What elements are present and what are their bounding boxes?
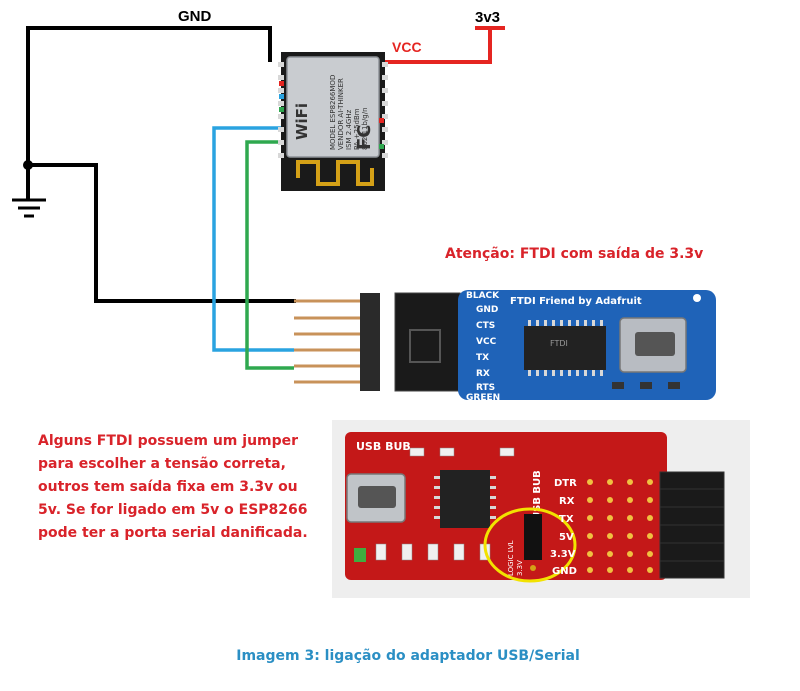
attention-label: Atenção: FTDI com saída de 3.3v [445, 246, 703, 262]
usb-bub-photo: USB BUB USB BUB LOGIC LVL 3.3V 5V [332, 420, 750, 598]
jumper-label-logic: LOGIC LVL [507, 540, 515, 576]
ftdi-pin-rx: RX [476, 369, 490, 379]
shield-line-5: 802.11b/g/n [361, 107, 369, 150]
antenna-trace [296, 160, 374, 186]
esp8266-module: WiFi MODEL ESP8266MOD VENDOR AI-THINKER … [278, 52, 388, 191]
vcc-label: VCC [392, 39, 422, 55]
note-line-2: para escolher a tensão correta, [38, 456, 286, 472]
ftdi-bottom-label: GREEN [466, 393, 500, 403]
shield-line-4: PA +25dBm [353, 108, 361, 150]
fc-logo: FC [354, 124, 375, 150]
note-line-4: 5v. Se for ligado em 5v o ESP8266 [38, 502, 308, 518]
ftdi-chip-label: FTDI [550, 339, 568, 348]
gnd-junction [23, 160, 33, 170]
red-chip [440, 470, 490, 528]
right-pads [382, 62, 388, 158]
shield-line-1: MODEL ESP8266MOD [329, 75, 337, 150]
ftdi-connector [394, 292, 461, 392]
red-board-title: USB BUB [356, 440, 411, 453]
pin-pad-grid [587, 479, 653, 573]
v3v3-label: 3v3 [475, 9, 500, 26]
red-board-vertical-label: USB BUB [532, 470, 543, 520]
jumper-note: Alguns FTDI possuem um jumper para escol… [38, 433, 308, 541]
ftdi-pin-gnd: GND [476, 305, 498, 315]
shield-line-2: VENDOR AI-THINKER [337, 78, 345, 150]
tx-wire [212, 126, 294, 352]
jumper-highlight-ring [483, 507, 577, 583]
ftdi-chip [524, 326, 606, 370]
ftdi-header-pins [294, 299, 362, 384]
figure-caption: Imagem 3: ligação do adaptador USB/Seria… [236, 648, 580, 664]
rx-wire [245, 140, 294, 370]
red-pin-3v3: 3.3V [550, 549, 576, 560]
red-pin-gnd: GND [552, 566, 577, 577]
shield-line-3: ISM 2.4GHz [345, 109, 353, 150]
ftdi-pin-cts: CTS [476, 321, 495, 331]
red-pin-dtr: DTR [554, 478, 577, 489]
note-line-3: outros tem saída fixa em 3.3v ou [38, 479, 298, 495]
vcc-wire [382, 26, 505, 64]
ftdi-top-label: BLACK [466, 291, 500, 301]
ftdi-title: FTDI Friend by Adafruit [510, 296, 642, 307]
ftdi-pin-rts: RTS [476, 383, 495, 393]
gnd-label: GND [178, 8, 212, 25]
red-pin-rx: RX [559, 496, 575, 507]
rf-shield [286, 56, 380, 158]
ftdi-pin-vcc: VCC [476, 337, 497, 347]
red-pin-5v: 5V [559, 532, 574, 543]
note-line-1: Alguns FTDI possuem um jumper [38, 433, 298, 449]
wifi-logo: WiFi [293, 103, 311, 140]
ground-symbol [12, 198, 46, 218]
ftdi-friend-board: BLACK FTDI Friend by Adafruit GND CTS VC… [294, 290, 716, 403]
note-line-5: pode ter a porta serial danificada. [38, 525, 308, 541]
gnd-wire [26, 26, 296, 303]
left-pads [278, 62, 284, 158]
ftdi-pin-tx: TX [476, 353, 489, 363]
voltage-jumper [524, 514, 542, 560]
jumper-label-3v3: 3.3V [516, 560, 524, 576]
red-pin-tx: TX [559, 514, 574, 525]
red-pcb [345, 432, 667, 580]
